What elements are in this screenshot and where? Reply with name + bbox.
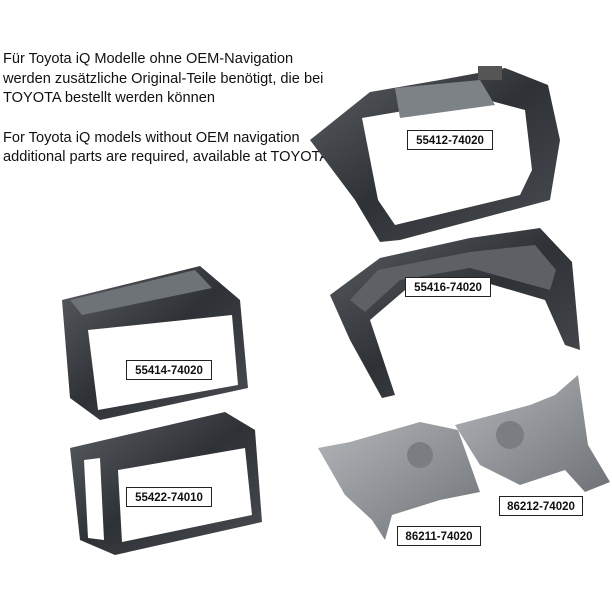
label-86212: 86212-74020 bbox=[499, 496, 583, 516]
bracket-part-86212 bbox=[455, 375, 610, 492]
notes: Für Toyota iQ Modelle ohne OEM-Navigatio… bbox=[3, 50, 333, 188]
bracket-part-86211 bbox=[318, 422, 480, 540]
label-55414: 55414-74020 bbox=[126, 360, 212, 380]
label-55422: 55422-74010 bbox=[126, 487, 212, 507]
frame-part-55416 bbox=[330, 228, 580, 398]
trim-part-55422 bbox=[70, 412, 262, 555]
label-86211: 86211-74020 bbox=[397, 526, 481, 546]
label-55416: 55416-74020 bbox=[405, 277, 491, 297]
note-english: For Toyota iQ models without OEM navigat… bbox=[3, 129, 330, 166]
trim-part-55414 bbox=[62, 266, 248, 420]
label-55412: 55412-74020 bbox=[407, 130, 493, 150]
note-german: Für Toyota iQ Modelle ohne OEM-Navigatio… bbox=[3, 51, 324, 106]
bezel-part-55412 bbox=[310, 66, 560, 242]
